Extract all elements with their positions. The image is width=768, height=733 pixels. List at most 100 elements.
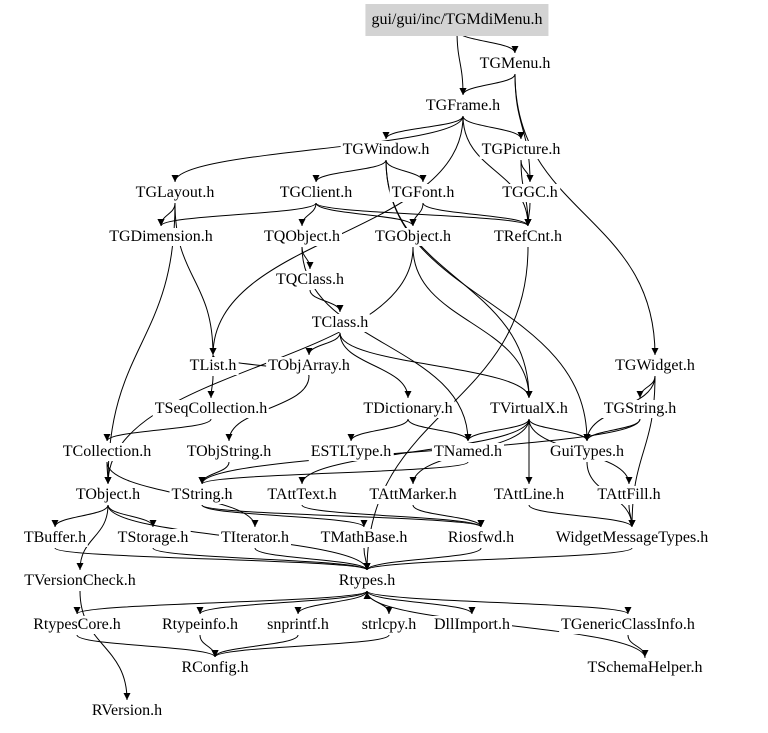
dependency-edge xyxy=(309,289,344,313)
header-node[interactable]: RVersion.h xyxy=(89,702,165,720)
dependency-edge xyxy=(462,115,525,140)
dependency-edge xyxy=(528,504,636,528)
header-node[interactable]: TGWidget.h xyxy=(613,357,697,375)
dependency-edge xyxy=(211,634,390,658)
dependency-edge xyxy=(201,504,368,528)
header-node[interactable]: GuiTypes.h xyxy=(548,443,626,461)
header-node[interactable]: TAttFill.h xyxy=(595,486,663,504)
dependency-edge xyxy=(514,73,659,356)
dependency-edge xyxy=(198,418,641,485)
header-node[interactable]: TDictionary.h xyxy=(361,400,455,418)
header-node[interactable]: TObjString.h xyxy=(184,443,274,461)
dependency-edge xyxy=(385,159,591,442)
dependency-edge xyxy=(207,375,215,399)
header-node[interactable]: TIterator.h xyxy=(219,529,291,547)
header-node[interactable]: TVirtualX.h xyxy=(488,400,570,418)
header-node[interactable]: TGDimension.h xyxy=(107,228,215,246)
header-node[interactable]: TStorage.h xyxy=(115,529,191,547)
header-node[interactable]: TSeqCollection.h xyxy=(152,400,270,418)
dependency-edge xyxy=(107,504,157,528)
header-node[interactable]: TGString.h xyxy=(601,400,679,418)
header-node[interactable]: TList.h xyxy=(187,357,239,375)
dependency-edge xyxy=(312,159,387,183)
dependency-edge xyxy=(201,504,485,528)
dependency-edge xyxy=(199,634,219,658)
header-node[interactable]: Rtypes.h xyxy=(336,572,398,590)
dependency-edge xyxy=(524,202,532,227)
header-node[interactable]: TGPicture.h xyxy=(479,141,563,159)
dependency-edge xyxy=(152,547,371,571)
dependency-edge xyxy=(464,418,530,442)
header-node[interactable]: TGenericClassInfo.h xyxy=(559,616,697,634)
header-node[interactable]: DllImport.h xyxy=(432,616,512,634)
dependency-edge xyxy=(211,634,299,658)
dependency-edge xyxy=(412,504,485,528)
dependency-edge xyxy=(366,590,476,615)
header-node[interactable]: TAttLine.h xyxy=(491,486,567,504)
dependency-edge xyxy=(315,202,532,227)
dependency-edge xyxy=(363,547,633,571)
header-node[interactable]: TGMenu.h xyxy=(477,55,553,73)
header-node[interactable]: TQObject.h xyxy=(262,228,342,246)
header-node[interactable]: TQClass.h xyxy=(274,271,346,289)
header-node[interactable]: TAttText.h xyxy=(265,486,339,504)
dependency-edge xyxy=(412,246,533,399)
dependency-edge xyxy=(198,461,230,485)
dependency-edge xyxy=(409,202,424,227)
dependency-edge xyxy=(171,115,464,183)
header-node[interactable]: TBuffer.h xyxy=(21,529,89,547)
dependency-edge xyxy=(627,634,649,658)
header-node[interactable]: TGLayout.h xyxy=(133,184,217,202)
dependency-edge xyxy=(363,547,482,571)
header-node[interactable]: TObject.h xyxy=(73,486,143,504)
header-node[interactable]: strlcpy.h xyxy=(359,616,419,634)
header-node[interactable]: TGClient.h xyxy=(277,184,355,202)
header-node[interactable]: RConfig.h xyxy=(179,659,251,677)
dependency-edge xyxy=(79,590,131,701)
header-node[interactable]: ESTLType.h xyxy=(308,443,394,461)
header-node[interactable]: RtypesCore.h xyxy=(31,616,123,634)
header-node[interactable]: TGGC.h xyxy=(500,184,560,202)
header-node[interactable]: Rtypeinfo.h xyxy=(160,616,240,634)
dependency-edge xyxy=(51,504,109,528)
header-node[interactable]: TGObject.h xyxy=(373,228,453,246)
header-node[interactable]: TClass.h xyxy=(309,314,371,332)
dependency-edge xyxy=(347,418,409,442)
header-node[interactable]: TGFont.h xyxy=(389,184,457,202)
header-node[interactable]: TVersionCheck.h xyxy=(22,572,138,590)
dependency-edge xyxy=(583,418,641,442)
header-node[interactable]: Riosfwd.h xyxy=(445,529,517,547)
dependency-edge xyxy=(366,590,632,615)
header-node[interactable]: TSchemaHelper.h xyxy=(585,659,705,677)
dependency-edge xyxy=(459,73,516,96)
dependency-edge xyxy=(407,418,472,442)
dependency-edge xyxy=(636,375,656,399)
dependency-edge xyxy=(305,332,341,356)
dependency-edge xyxy=(628,504,636,528)
header-node[interactable]: TMathBase.h xyxy=(318,529,410,547)
header-node[interactable]: TString.h xyxy=(169,486,235,504)
header-node[interactable]: TNamed.h xyxy=(432,443,504,461)
header-node[interactable]: WidgetMessageTypes.h xyxy=(553,529,711,547)
header-node[interactable]: TObjArray.h xyxy=(266,357,352,375)
dependency-edge xyxy=(104,202,176,485)
dependency-edge xyxy=(382,115,464,140)
header-node[interactable]: TRefCnt.h xyxy=(492,228,564,246)
header-node[interactable]: TGWindow.h xyxy=(340,141,432,159)
dependency-edge xyxy=(301,504,485,528)
dependency-edge xyxy=(385,159,427,183)
header-node[interactable]: TCollection.h xyxy=(60,443,154,461)
header-node[interactable]: TGFrame.h xyxy=(423,97,503,115)
dependency-edge xyxy=(628,375,656,528)
root-file-node: gui/gui/inc/TGMdiMenu.h xyxy=(365,4,549,36)
dependency-edge xyxy=(456,29,467,96)
dependency-edge xyxy=(54,547,371,571)
header-node[interactable]: TAttMarker.h xyxy=(367,486,459,504)
dependency-edge xyxy=(174,202,217,356)
header-node[interactable]: snprintf.h xyxy=(265,616,331,634)
dependency-edge xyxy=(103,418,212,442)
dependency-edge xyxy=(462,115,532,227)
dependency-edge xyxy=(422,202,532,227)
